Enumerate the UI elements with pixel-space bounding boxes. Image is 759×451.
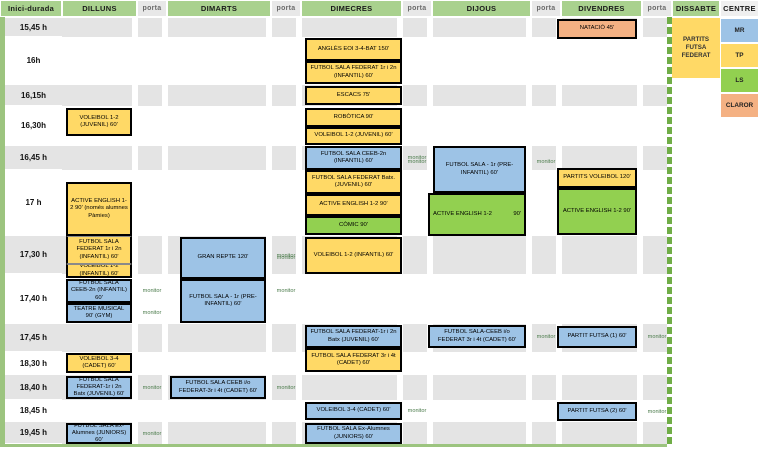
activity-dijous-futbol-preinfantil[interactable]: FUTBOL SALA - 1r (PRE-INFANTIL) 60' [433, 146, 526, 193]
header-day-dilluns: DILLUNS [62, 0, 137, 17]
activity-dimarts-futbol-ceeb-cadet[interactable]: FUTBOL SALA CEEB i/o FEDERAT-3r i 4t (CA… [170, 376, 266, 399]
activity-divendres-partit-futsa-1[interactable]: PARTIT FUTSA (1) 60' [557, 326, 637, 348]
time-label-1840: 18,40 h [5, 375, 62, 400]
time-label-1830: 18,30 h [5, 352, 62, 375]
time-label-1545: 15,45 h [5, 18, 62, 37]
time-label-1730: 17,30 h [5, 236, 62, 274]
time-label-1740: 17,40 h [5, 274, 62, 324]
header-porta-4: porta [531, 0, 561, 17]
monitor-tag-dimarts-3: monitor [276, 384, 296, 391]
header-day-divendres: DIVENDRES [561, 0, 642, 17]
activity-divendres-natacio[interactable]: NATACIÓ 45' [557, 19, 637, 39]
activity-dimecres-voleibol-cadet[interactable]: VOLEIBOL 3-4 (CADET) 60' [305, 402, 402, 420]
header-day-dimarts: DIMARTS [167, 0, 271, 17]
activity-dimecres-comic[interactable]: CÒMIC 90' [305, 216, 402, 235]
activity-dissabte-partits-futsa[interactable]: PARTITS FUTSA FEDERAT [672, 18, 720, 78]
row-band-1545 [62, 18, 667, 37]
activity-divendres-active-english[interactable]: ACTIVE ENGLISH 1-2 90' [557, 188, 637, 235]
activity-dimecres-escacs[interactable]: ESCACS 75' [305, 86, 402, 105]
activity-dimecres-active-english[interactable]: ACTIVE ENGLISH 1-2 90' [305, 194, 402, 216]
activity-dimecres-robotica[interactable]: ROBÒTICA 90' [305, 108, 402, 127]
activity-dilluns-futbol-ceeb-infantil[interactable]: FUTBOL SALA CEEB-2n (INFANTIL) 60' [66, 279, 132, 303]
header-dissabte: DISSABTE [672, 0, 720, 17]
header-porta-2: porta [271, 0, 301, 17]
activity-dimarts-gran-repte[interactable]: GRAN REPTE 120' [180, 237, 266, 279]
time-label-16: 16h [5, 37, 62, 85]
col-gap-1 [132, 18, 138, 444]
activity-dimecres-futbol-federat-batx[interactable]: FUTBOL SALA FEDERAT Batx. (JUVENIL) 60' [305, 170, 402, 194]
header-day-dimecres: DIMECRES [301, 0, 402, 17]
activity-dimarts-futbol-preinfantil[interactable]: FUTBOL SALA - 1r (PRE-INFANTIL) 60' [180, 279, 266, 323]
left-green-rail [0, 17, 5, 447]
time-label-1645: 16,45 h [5, 146, 62, 170]
header-porta-5: porta [642, 0, 672, 17]
header-porta-3: porta [402, 0, 432, 17]
header-day-dijous: DIJOUS [432, 0, 531, 17]
activity-dimecres-futbol-federat-cadet[interactable]: FUTBOL SALA FEDERAT 3r i 4t (CADET) 60' [305, 348, 402, 372]
monitor-tag-dijous-3: monitor [536, 333, 556, 340]
activity-dilluns-voleibol-juvenil[interactable]: VOLEIBOL 1-2 (JUVENIL) 60' [66, 108, 132, 136]
activity-dilluns-futbol-federat-batx[interactable]: FUTBOL SALA FEDERAT-1r i 2n Batx (JUVENI… [66, 376, 132, 399]
activity-dijous-active-english-label: ACTIVE ENGLISH 1-2 [433, 210, 492, 217]
col-gap-9 [637, 18, 643, 444]
activity-dijous-active-english-duration: 90' [513, 210, 521, 217]
time-label-17: 17 h [5, 170, 62, 236]
activity-dilluns-voleibol-infantil[interactable]: VOLEIBOL 1-2 (INFANTIL) 60' [66, 264, 132, 278]
col-gap-7 [526, 18, 532, 444]
time-label-1945: 19,45 h [5, 422, 62, 444]
monitor-tag-dimarts-1: monitor [276, 255, 296, 261]
activity-dijous-futbol-ceeb-cadet[interactable]: FUTBOL SALA-CEEB i/o FEDERAT 3r i 4t (CA… [428, 325, 526, 348]
activity-dilluns-futbol-exalumnes[interactable]: FUTBOL SALA Ex-Alumnes (JUNIORS) 60' [66, 423, 132, 444]
activity-dilluns-futbol-federat-infantil[interactable]: FUTBOL SALA FEDERAT 1r i 2n (INFANTIL) 6… [66, 236, 132, 264]
col-gap-3 [266, 18, 272, 444]
activity-dimecres-voleibol-juvenil[interactable]: VOLEIBOL 1-2 (JUVENIL) 60' [305, 127, 402, 145]
monitor-tag-dimecres-2: monitor [276, 253, 296, 259]
time-label-1745: 17,45 h [5, 324, 62, 352]
monitor-tag-divendres-2: monitor [647, 408, 667, 415]
monitor-tag-dilluns-1: monitor [142, 288, 162, 294]
legend-item-ls: LS [720, 68, 759, 93]
activity-dimecres-voleibol-infantil[interactable]: VOLEIBOL 1-2 (INFANTIL) 60' [305, 237, 402, 274]
monitor-tag-dimecres-1: monitor [407, 155, 427, 161]
monitor-tag-divendres-1: monitor [647, 334, 667, 340]
time-label-1845: 18,45 h [5, 400, 62, 422]
activity-dilluns-teatre-musical[interactable]: TEATRE MUSICAL 90' (GYM) [66, 303, 132, 323]
activity-dimecres-futbol-exalumnes[interactable]: FUTBOL SALA Ex-Alumnes (JUNIORS) 60' [305, 423, 402, 444]
header-time-column: Inici-durada [0, 0, 62, 17]
header-porta-1: porta [137, 0, 167, 17]
monitor-tag-dimarts-2: monitor [276, 288, 296, 294]
activity-dilluns-active-english[interactable]: ACTIVE ENGLISH 1-2 90' (només alumnes Pà… [66, 182, 132, 236]
monitor-tag-dijous-2: monitor [536, 159, 556, 165]
activity-dimecres-futbol-ceeb-infantil[interactable]: FUTBOL SALA CEEB-2n (INFANTIL) 60' [305, 146, 402, 170]
time-label-1630: 16,30h [5, 106, 62, 146]
col-gap-4 [296, 18, 302, 444]
monitor-tag-dilluns-4: monitor [142, 430, 162, 437]
activity-dilluns-voleibol-cadet[interactable]: VOLEIBOL 3-4 (CADET) 60' [66, 353, 132, 373]
legend-item-mr: MR [720, 18, 759, 43]
legend-item-claror: CLAROR [720, 93, 759, 118]
bottom-green-rail [0, 441, 672, 447]
legend-item-tp: TP [720, 43, 759, 68]
activity-divendres-partit-futsa-2[interactable]: PARTIT FUTSA (2) 60' [557, 402, 637, 421]
col-gap-2 [162, 18, 168, 444]
activity-dimecres-futbol-federat-infantil[interactable]: FUTBOL SALA FEDERAT 1r i 2n (INFANTIL) 6… [305, 61, 402, 84]
activity-dimecres-futbol-federat-juvenil[interactable]: FUTBOL SALA FEDERAT-1r i 2n Batx (JUVENI… [305, 325, 402, 348]
right-green-rail [667, 17, 672, 447]
header-centre: CENTRE [720, 0, 759, 17]
monitor-tag-dilluns-2: monitor [142, 310, 162, 316]
monitor-tag-dimecres-3: monitor [407, 408, 427, 414]
activity-dijous-active-english-box[interactable]: ACTIVE ENGLISH 1-2 90' [428, 193, 526, 236]
monitor-tag-dilluns-3: monitor [142, 384, 162, 391]
activity-divendres-partits-voleibol[interactable]: PARTITS VOLEIBOL 120' [557, 168, 637, 188]
time-label-1615: 16,15h [5, 85, 62, 106]
monitor-tag-dijous-1: monitor [407, 159, 427, 165]
activity-dimecres-angles-eoi[interactable]: ANGLÈS EOI 3-4-BAT 150' [305, 38, 402, 61]
